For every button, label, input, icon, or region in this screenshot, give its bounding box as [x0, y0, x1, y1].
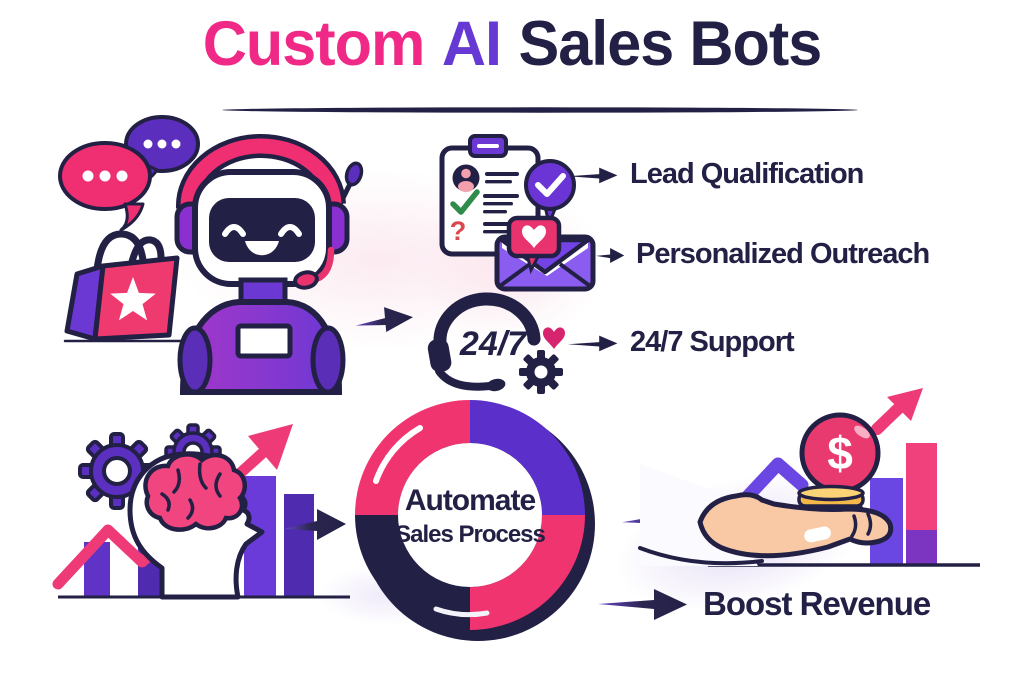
shopping-bag-icon: [64, 230, 180, 342]
robot-face-screen: [209, 198, 315, 262]
approved-check-icon: [524, 159, 576, 230]
dollar-coin-icon: $: [799, 412, 881, 494]
dollar-symbol: $: [827, 427, 853, 479]
ai-brain-illustration: [52, 423, 350, 600]
feature-row-247-support: 24/7 Support: [568, 326, 795, 359]
donut-ring-icon: Automate Sales Process: [355, 400, 595, 641]
outcome-row-boost-revenue: Boost Revenue: [598, 585, 931, 623]
outcome-label: Boost Revenue: [703, 585, 931, 622]
support-247-icon: 24/7: [427, 292, 565, 394]
heart-icon: [543, 327, 565, 349]
heart-message-icon: [506, 215, 562, 275]
growth-arrow-icon: [871, 399, 908, 435]
revenue-illustration: $: [638, 388, 980, 567]
hand-icon: [638, 464, 894, 566]
flow-arrow-icon: [568, 167, 618, 183]
avatar-icon: [452, 164, 480, 192]
check-icon: [450, 189, 480, 215]
title-word-ai: AI: [441, 9, 502, 79]
brain-head-icon: [127, 451, 265, 600]
heart-icon: [522, 225, 546, 248]
checklist-illustration: ?: [439, 134, 596, 292]
donut-label-line1: Automate: [405, 484, 536, 517]
feature-row-personalized-outreach: Personalized Outreach: [596, 238, 930, 271]
feature-label: 24/7 Support: [630, 326, 795, 358]
star-icon: [110, 277, 156, 321]
donut-label-line2: Sales Process: [395, 521, 545, 548]
gear-icon: [519, 350, 563, 394]
feature-label: Personalized Outreach: [636, 238, 930, 270]
feature-label: Lead Qualification: [630, 158, 864, 190]
support-badge-text: 24/7: [459, 325, 528, 363]
flow-arrow-icon: [355, 307, 414, 333]
flow-arrow-icon: [596, 247, 625, 263]
question-icon: ?: [450, 216, 467, 246]
chest-panel: [235, 323, 293, 359]
title-word-custom: Custom: [202, 9, 426, 79]
feature-row-lead-qualification: Lead Qualification: [568, 158, 864, 191]
title-word-salesbots: Sales Bots: [518, 9, 822, 79]
flow-arrow-icon: [598, 589, 687, 620]
brain-icon: [143, 452, 248, 532]
headset-icon: [433, 292, 541, 350]
title-underline: [222, 107, 858, 113]
flow-arrow-icon: [568, 335, 618, 351]
robot-mascot-illustration: [58, 115, 364, 395]
flow-arrow-icon: [283, 509, 346, 540]
chat-bubbles-icon: [58, 115, 200, 232]
robot-mascot-icon: [174, 133, 364, 395]
